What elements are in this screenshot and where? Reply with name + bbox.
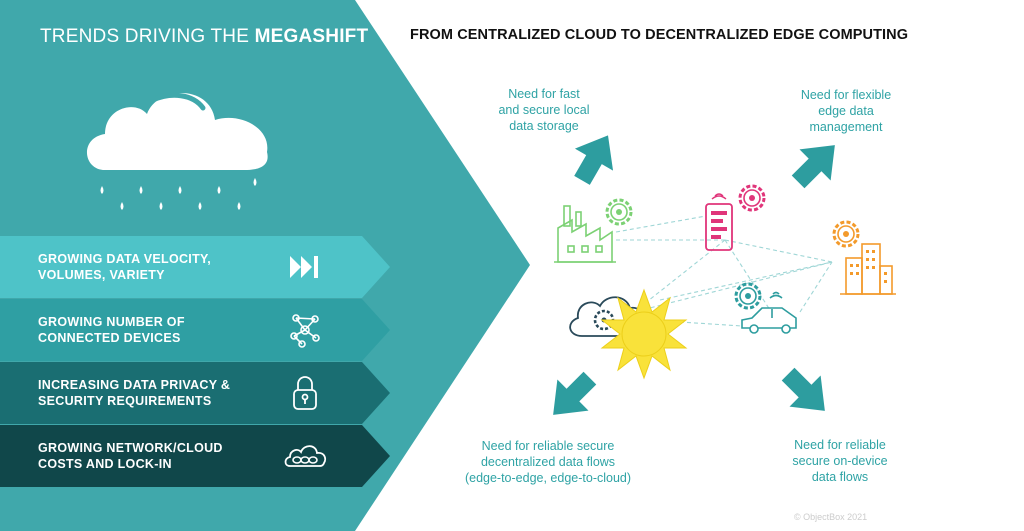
trend-label-line1: GROWING DATA VELOCITY, (38, 252, 212, 266)
arrow-up-left-icon (574, 135, 614, 185)
city-buildings-icon (840, 243, 896, 295)
trend-label-line1: GROWING NUMBER OF (38, 315, 185, 329)
trend-label-line2: VOLUMES, VARIETY (38, 268, 165, 282)
factory-icon (554, 205, 616, 263)
gear-icon (832, 220, 860, 248)
smartphone-icon (705, 193, 733, 251)
arrow-down-right-icon (781, 367, 825, 411)
gear-icon (738, 184, 766, 212)
trends-panel: TRENDS DRIVING THE MEGASHIFT GROWING DAT… (0, 0, 530, 531)
need-local-storage: Need for fast and secure local data stor… (498, 87, 590, 133)
gear-icon (734, 282, 762, 310)
trend-band-privacy-security: INCREASING DATA PRIVACY & SECURITY REQUI… (0, 362, 390, 424)
trends-title-emphasis: MEGASHIFT (254, 26, 369, 47)
sun-icon (600, 288, 688, 380)
network-nodes-icon (290, 314, 320, 348)
connected-car-icon (741, 291, 797, 334)
arrow-up-right-icon (791, 145, 835, 189)
trends-title-prefix: TRENDS DRIVING THE (40, 26, 255, 47)
trend-band-connected-devices: GROWING NUMBER OF CONNECTED DEVICES (0, 299, 390, 361)
cloud-chain-icon (284, 445, 327, 467)
main-title: FROM CENTRALIZED CLOUD TO DECENTRALIZED … (410, 27, 909, 43)
fast-forward-icon (290, 256, 318, 278)
padlock-icon (293, 376, 317, 410)
need-edge-management: Need for flexible edge data management (800, 88, 892, 134)
copyright-notice: © ObjectBox 2021 (794, 512, 868, 522)
trend-label-line1: INCREASING DATA PRIVACY & (38, 378, 231, 392)
trend-band-network-costs: GROWING NETWORK/CLOUD COSTS AND LOCK-IN (0, 425, 390, 487)
need-on-device-flows: Need for reliable secure on-device data … (792, 438, 888, 484)
arrow-down-left-icon (553, 371, 597, 415)
trend-label-line2: CONNECTED DEVICES (38, 331, 181, 345)
trend-label-line1: GROWING NETWORK/CLOUD (38, 441, 223, 455)
trends-title: TRENDS DRIVING THE MEGASHIFT (40, 26, 368, 48)
gear-icon (605, 198, 633, 226)
trend-band-data-velocity: GROWING DATA VELOCITY, VOLUMES, VARIETY (0, 236, 390, 298)
rain-cloud-icon (86, 92, 268, 210)
trend-label-line2: COSTS AND LOCK-IN (38, 457, 172, 471)
trend-label-line2: SECURITY REQUIREMENTS (38, 394, 212, 408)
need-decentralized-flows: Need for reliable secure decentralized d… (464, 439, 632, 485)
